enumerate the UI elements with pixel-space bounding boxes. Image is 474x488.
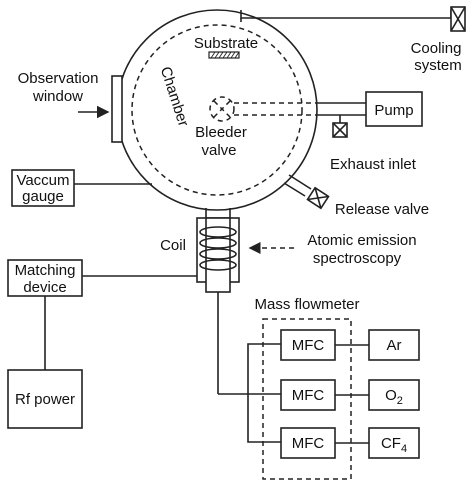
mfc-manifold bbox=[247, 343, 281, 443]
rf-power-label: Rf power bbox=[15, 391, 75, 408]
pump-label: Pump bbox=[374, 102, 413, 119]
vaccum-gauge-label-2: gauge bbox=[22, 188, 64, 205]
observation-window bbox=[111, 75, 123, 143]
coil-winding bbox=[199, 226, 237, 271]
gas-cf4-box bbox=[368, 427, 420, 459]
gas-ar-box bbox=[368, 329, 420, 361]
rf-power-box bbox=[7, 369, 83, 429]
pump-box bbox=[365, 91, 423, 127]
vaccum-gauge-box bbox=[11, 169, 75, 207]
mfc-3-label: MFC bbox=[292, 435, 325, 452]
chamber-label: Chamber bbox=[157, 65, 192, 129]
release-valve-label: Release valve bbox=[335, 201, 429, 218]
aes-label-2: spectroscopy bbox=[313, 250, 402, 267]
substrate-label: Substrate bbox=[194, 35, 258, 52]
mfc-2-label: MFC bbox=[292, 387, 325, 404]
cooling-pipe bbox=[240, 10, 452, 19]
cooling-label-2: system bbox=[414, 57, 462, 74]
release-valve-pipe-1 bbox=[288, 174, 312, 190]
mfc-3-box bbox=[280, 427, 336, 459]
observation-window-label-2: window bbox=[32, 88, 83, 105]
mass-flowmeter-enclosure bbox=[262, 318, 352, 480]
gas-cf4-label: CF4 bbox=[381, 435, 407, 455]
bleeder-valve-symbol bbox=[209, 96, 235, 122]
matching-device-box bbox=[7, 259, 83, 297]
aes-label-1: Atomic emission bbox=[307, 232, 416, 249]
bleeder-valve-label-2: valve bbox=[201, 142, 236, 159]
exhaust-inlet-label: Exhaust inlet bbox=[330, 156, 417, 173]
cooling-system-box bbox=[450, 6, 466, 32]
matching-device-label-1: Matching bbox=[15, 262, 76, 279]
mfc-1-box bbox=[280, 329, 336, 361]
mfc-1-label: MFC bbox=[292, 337, 325, 354]
gas-o2-box bbox=[368, 379, 420, 411]
substrate-plate bbox=[208, 51, 240, 59]
cooling-label-1: Cooling bbox=[411, 40, 462, 57]
release-valve bbox=[306, 186, 330, 210]
matching-device-label-2: device bbox=[23, 279, 66, 296]
bleeder-valve-label-1: Bleeder bbox=[195, 124, 247, 141]
substrate-hatch bbox=[210, 51, 240, 59]
exhaust-valve bbox=[332, 122, 348, 138]
release-valve-pipe-2 bbox=[283, 182, 306, 197]
coil-label: Coil bbox=[160, 237, 186, 254]
chamber-inner-boundary bbox=[131, 24, 303, 196]
coil-tube bbox=[205, 217, 231, 293]
mass-flowmeter-label: Mass flowmeter bbox=[254, 296, 359, 313]
observation-window-label-1: Observation bbox=[18, 70, 99, 87]
vaccum-gauge-label-1: Vaccum bbox=[16, 172, 69, 189]
gas-ar-label: Ar bbox=[387, 337, 402, 354]
gas-o2-label: O2 bbox=[385, 387, 403, 407]
